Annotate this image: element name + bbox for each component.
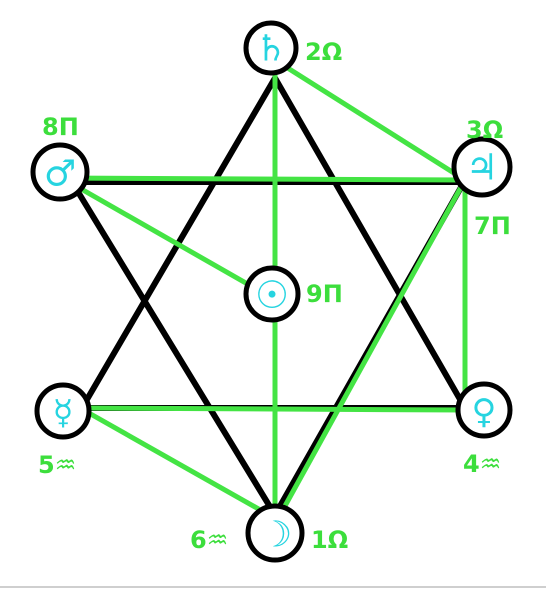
moon-ring xyxy=(245,503,305,563)
path-jupiter-moon xyxy=(277,178,468,517)
mercury-ring xyxy=(34,382,92,440)
mercury-icon: ☿ xyxy=(53,393,74,433)
node-jupiter: ♃ xyxy=(451,136,513,198)
path-jupiter-mars xyxy=(61,175,466,183)
node-saturn: ♄ xyxy=(243,20,299,76)
path-mercury-moon xyxy=(78,405,280,523)
path-mercury-venus xyxy=(79,405,466,413)
sun-icon: ☉ xyxy=(255,273,289,317)
venus-icon: ♀ xyxy=(472,392,497,432)
jupiter-label: 3Ω xyxy=(466,116,503,144)
saturn-icon: ♄ xyxy=(255,29,287,70)
node-moon: ☽ xyxy=(245,503,305,563)
venus-label: 4♒ xyxy=(463,450,501,478)
moon-icon: ☽ xyxy=(260,515,292,556)
node-sun: ☉ xyxy=(243,265,301,323)
mars-icon: ♂ xyxy=(44,154,76,195)
jupiter-ring xyxy=(451,136,513,198)
mercury-label: 5♒ xyxy=(38,451,76,479)
path-mars-sun xyxy=(60,175,274,301)
jupiter-icon: ♃ xyxy=(466,148,498,189)
moon-label-secondary: 6♒ xyxy=(190,526,228,554)
downward-triangle xyxy=(66,179,470,521)
saturn-ring xyxy=(243,20,299,76)
node-venus: ♀ xyxy=(455,381,513,439)
jupiter-label-secondary: 7Π xyxy=(474,212,511,240)
sun-label: 9Π xyxy=(306,280,343,308)
mars-ring xyxy=(30,142,90,202)
sun-ring xyxy=(243,265,301,323)
mars-label: 8Π xyxy=(42,113,79,141)
node-mars: ♂ xyxy=(30,142,90,202)
node-mercury: ☿ xyxy=(34,382,92,440)
saturn-label: 2Ω xyxy=(305,38,342,66)
venus-ring xyxy=(455,381,513,439)
path-saturn-jupiter xyxy=(273,57,467,183)
moon-label: 1Ω xyxy=(311,526,348,554)
